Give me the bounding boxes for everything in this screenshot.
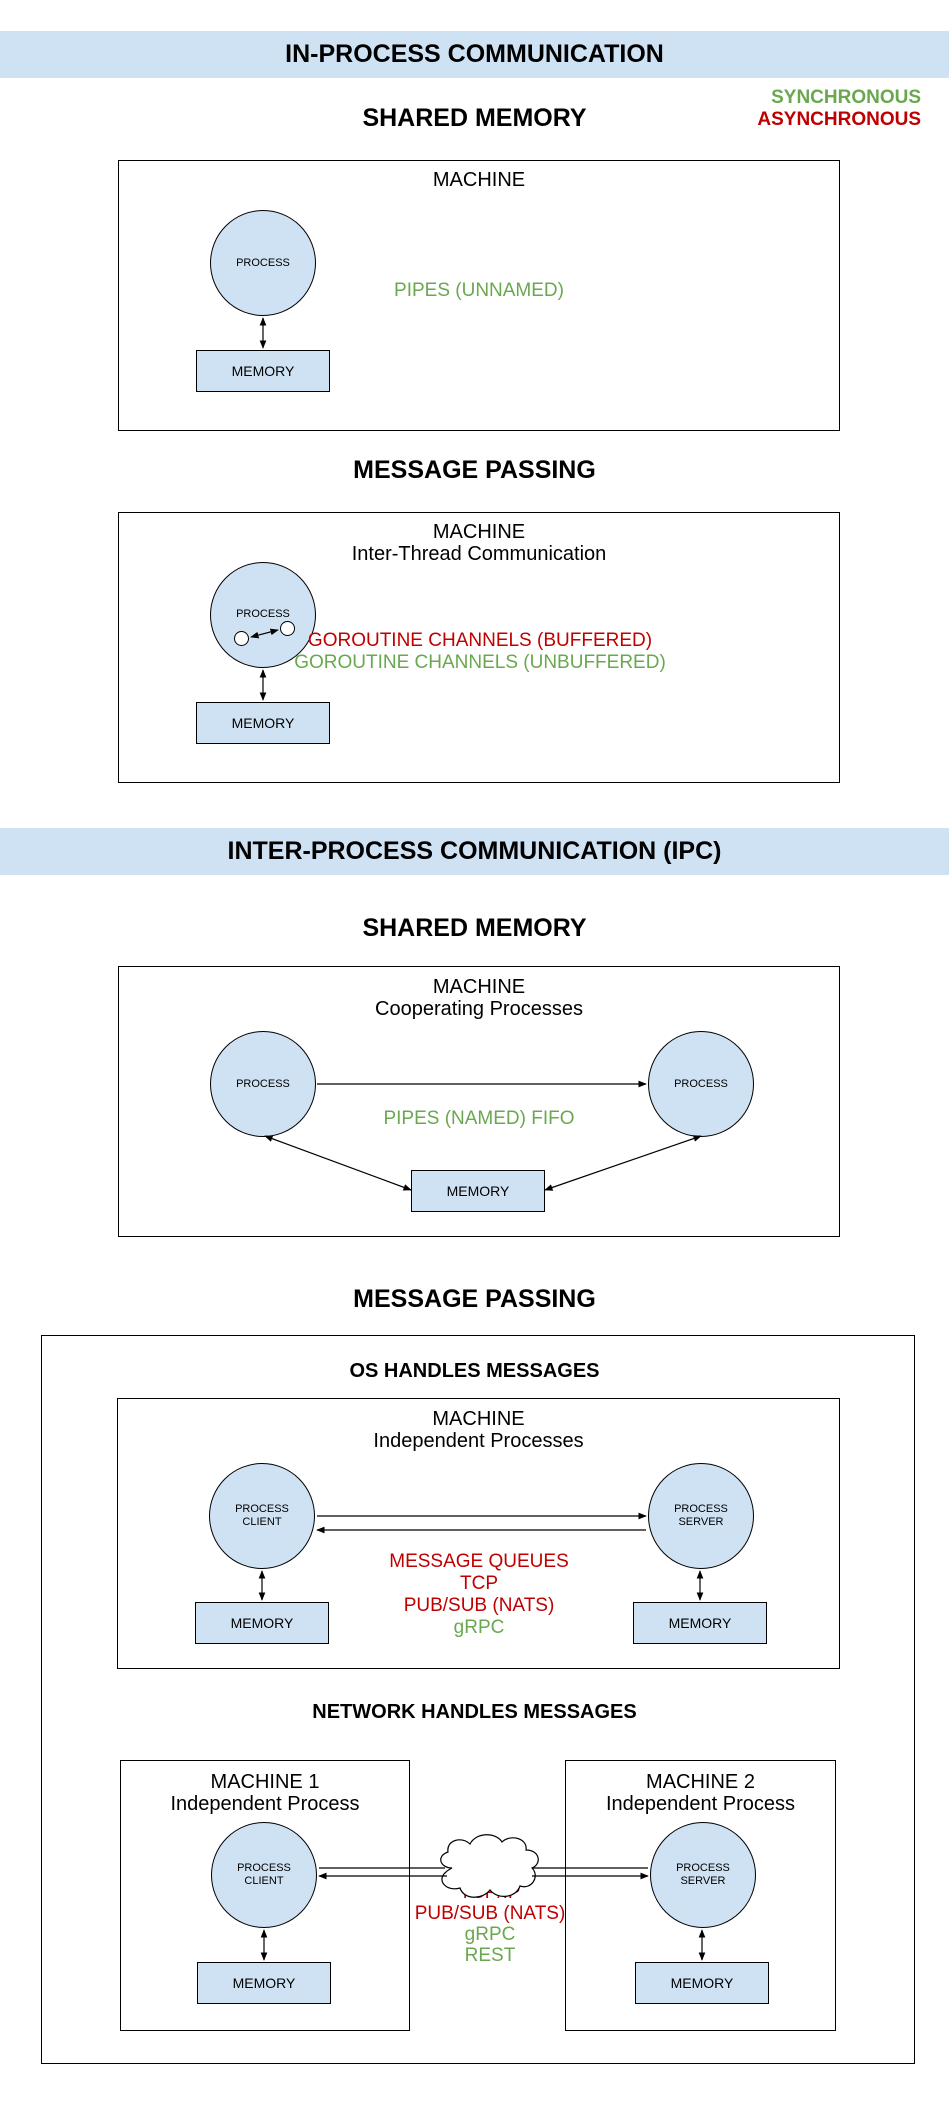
process-label: PROCESS (236, 256, 290, 269)
method-label: PUB/SUB (NATS) (403, 1595, 555, 1616)
method-label: GOROUTINE CHANNELS (UNBUFFERED) (294, 652, 666, 673)
method-label: MESSAGE QUEUES (389, 1551, 569, 1572)
process-circle: PROCESS (210, 562, 316, 668)
machine-1-box (120, 1760, 410, 2031)
method-label: gRPC (464, 1924, 516, 1945)
method-label: TCP (460, 1573, 498, 1594)
machine-subtitle: Cooperating Processes (375, 998, 583, 1020)
memory-label: MEMORY (446, 1183, 510, 1199)
memory-label: MEMORY (231, 715, 295, 731)
method-label: PUB/SUB (NATS) (414, 1903, 566, 1924)
memory-label: MEMORY (231, 363, 295, 379)
machine-box (118, 160, 840, 431)
process-label: PROCESS (236, 608, 290, 620)
network-handles-heading: NETWORK HANDLES MESSAGES (312, 1701, 637, 1723)
process-server-label: PROCESS SERVER (676, 1862, 730, 1887)
in-process-shared-memory-heading: SHARED MEMORY (362, 104, 587, 132)
machine-box (117, 1398, 840, 1669)
machine-2-label: MACHINE 2 (646, 1771, 755, 1793)
machine-box (118, 512, 840, 783)
method-label: gRPC (453, 1617, 505, 1638)
thread-circle (234, 631, 249, 646)
memory-label: MEMORY (232, 1975, 296, 1991)
process-label: PROCESS (236, 1077, 290, 1090)
os-handles-heading: OS HANDLES MESSAGES (349, 1360, 600, 1382)
process-circle: PROCESS (210, 1031, 316, 1137)
machine-2-subtitle: Independent Process (605, 1793, 796, 1815)
memory-box: MEMORY (411, 1170, 545, 1212)
machine-label: MACHINE (432, 976, 526, 998)
machine-box (118, 966, 840, 1237)
memory-box: MEMORY (196, 702, 330, 744)
legend-asynchronous: ASYNCHRONOUS (757, 109, 921, 130)
machine-label: MACHINE (432, 1408, 525, 1430)
machine-1-subtitle: Independent Process (170, 1793, 360, 1815)
memory-label: MEMORY (230, 1615, 294, 1631)
memory-label: MEMORY (668, 1615, 732, 1631)
method-label: PIPES (NAMED) FIFO (383, 1108, 575, 1129)
machine-label: MACHINE (432, 521, 526, 543)
machine-subtitle: Inter-Thread Communication (351, 543, 607, 565)
machine-2-box (565, 1760, 836, 2031)
process-circle: PROCESS (648, 1031, 754, 1137)
memory-box: MEMORY (196, 350, 330, 392)
memory-box: MEMORY (197, 1962, 331, 2004)
machine-label: MACHINE (432, 169, 526, 191)
process-client-circle: PROCESS CLIENT (211, 1822, 317, 1928)
machine-1-label: MACHINE 1 (210, 1771, 320, 1793)
method-label: GOROUTINE CHANNELS (BUFFERED) (307, 630, 653, 651)
method-label: REST (464, 1945, 516, 1966)
method-label: PIPES (UNNAMED) (394, 280, 564, 301)
process-circle: PROCESS (210, 210, 316, 316)
process-server-circle: PROCESS SERVER (650, 1822, 756, 1928)
process-server-circle: PROCESS SERVER (648, 1463, 754, 1569)
memory-label: MEMORY (670, 1975, 734, 1991)
process-label: PROCESS (674, 1077, 728, 1090)
process-server-label: PROCESS SERVER (674, 1503, 728, 1528)
legend-synchronous: SYNCHRONOUS (771, 87, 921, 108)
ipc-message-passing-heading: MESSAGE PASSING (353, 1285, 596, 1313)
process-client-label: PROCESS CLIENT (235, 1503, 289, 1528)
process-client-label: PROCESS CLIENT (237, 1862, 291, 1887)
method-label: TCP/IP (459, 1882, 521, 1903)
memory-box: MEMORY (633, 1602, 767, 1644)
in-process-banner: IN-PROCESS COMMUNICATION (0, 31, 949, 78)
ipc-shared-memory-heading: SHARED MEMORY (362, 914, 587, 942)
memory-box: MEMORY (195, 1602, 329, 1644)
thread-circle (280, 621, 295, 636)
message-passing-outer-box (41, 1335, 915, 2064)
memory-box: MEMORY (635, 1962, 769, 2004)
ipc-banner: INTER-PROCESS COMMUNICATION (IPC) (0, 828, 949, 875)
machine-subtitle: Independent Processes (373, 1430, 584, 1452)
process-client-circle: PROCESS CLIENT (209, 1463, 315, 1569)
in-process-message-passing-heading: MESSAGE PASSING (353, 456, 596, 484)
